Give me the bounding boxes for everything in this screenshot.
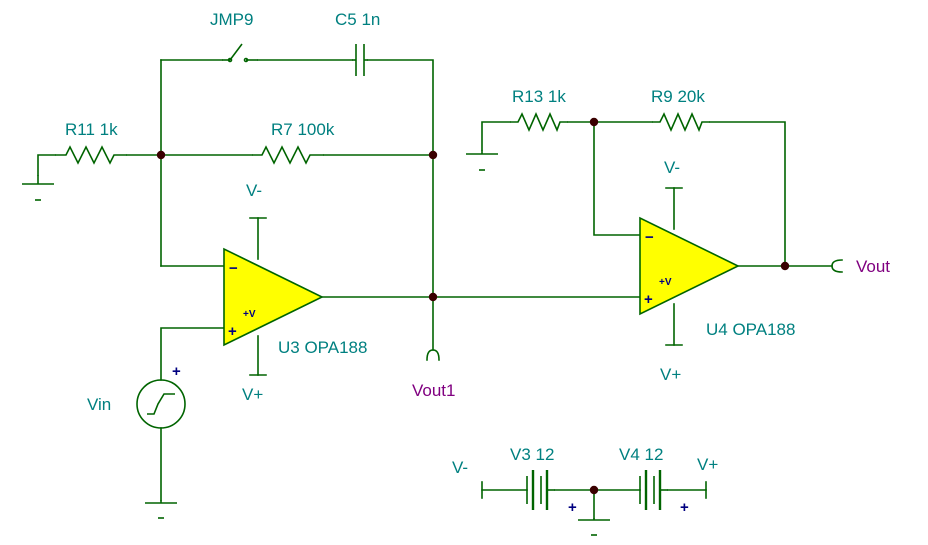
wire-r13-ground: [481, 121, 511, 151]
resistors: [55, 112, 710, 165]
label-vout: Vout: [856, 257, 890, 276]
opamp-u3-noninverting-sign: +: [228, 323, 237, 340]
junction-vout1: [428, 292, 438, 302]
battery-v3: +: [526, 470, 577, 516]
junction-vout: [780, 261, 790, 271]
grounds: [22, 150, 610, 536]
opamp-u3-power-label: +V: [243, 309, 256, 320]
junction-node-a: [156, 150, 166, 160]
wire-vin-to-u3-noninverting: [160, 327, 225, 381]
opamp-u4-body: [639, 216, 740, 316]
labels: JMP9 C5 1n R11 1k R7 100k R13 1k R9 20k …: [65, 10, 890, 477]
opamp-u4: − + +V: [639, 216, 740, 316]
battery-v4-plus-sign: +: [680, 499, 689, 516]
label-u4-vminus: V-: [664, 158, 680, 177]
terminal-vout1-probe: [426, 349, 440, 361]
resistor-r13: [510, 112, 568, 133]
ground-symbol-r13: [466, 150, 498, 171]
junction-r7-output: [428, 150, 438, 160]
source-vin-circle: [136, 379, 186, 429]
junctions: [156, 117, 790, 495]
label-u3: U3 OPA188: [278, 338, 367, 357]
label-vout1: Vout1: [412, 381, 456, 400]
resistor-r9: [652, 112, 710, 133]
wire-r11-ground: [37, 154, 56, 176]
terminal-vout-probe: [831, 259, 843, 273]
resistor-r7: [252, 145, 324, 165]
opamp-u4-power-label: +V: [659, 277, 672, 288]
label-r11: R11 1k: [65, 120, 118, 139]
ground-symbol-vin: [145, 500, 177, 519]
source-vin-step-icon: [147, 393, 175, 415]
source-vin-plus-sign: +: [172, 363, 181, 380]
ground-symbol-r11: [22, 175, 54, 201]
label-c5: C5 1n: [335, 10, 380, 29]
label-u4-vplus: V+: [660, 365, 681, 384]
label-jmp9: JMP9: [210, 10, 253, 29]
opamp-u4-inverting-sign: −: [645, 229, 654, 246]
label-u3-vplus: V+: [242, 385, 263, 404]
opamp-u4-noninverting-sign: +: [644, 291, 653, 308]
label-u3-vminus: V-: [246, 181, 262, 200]
terminals: [249, 187, 843, 499]
label-u4: U4 OPA188: [706, 320, 795, 339]
jumper-jmp9: [222, 43, 258, 63]
junction-node-b: [589, 117, 599, 127]
battery-v4: +: [639, 470, 689, 516]
wire-r9-to-vout: [709, 121, 786, 267]
label-v4: V4 12: [619, 445, 663, 464]
capacitor-c5: [352, 44, 368, 76]
battery-v3-plus-sign: +: [568, 499, 577, 516]
wire-c5-to-output: [367, 59, 434, 156]
label-r13: R13 1k: [512, 87, 566, 106]
label-supply-vminus: V-: [452, 458, 468, 477]
label-vin: Vin: [87, 395, 111, 414]
resistor-r11: [55, 145, 127, 165]
wire-node-b-to-u4-inverting: [593, 121, 641, 236]
junction-supply-mid: [589, 485, 599, 495]
opamp-u3-inverting-sign: −: [229, 260, 238, 277]
wires: [37, 59, 833, 519]
label-r9: R9 20k: [651, 87, 705, 106]
label-v3: V3 12: [510, 445, 554, 464]
ground-symbol-supply: [578, 518, 610, 536]
label-supply-vplus: V+: [697, 455, 718, 474]
source-vin: +: [136, 363, 186, 429]
label-r7: R7 100k: [271, 120, 335, 139]
opamp-u3: − + +V: [223, 247, 324, 347]
opamp-u3-body: [223, 247, 324, 347]
